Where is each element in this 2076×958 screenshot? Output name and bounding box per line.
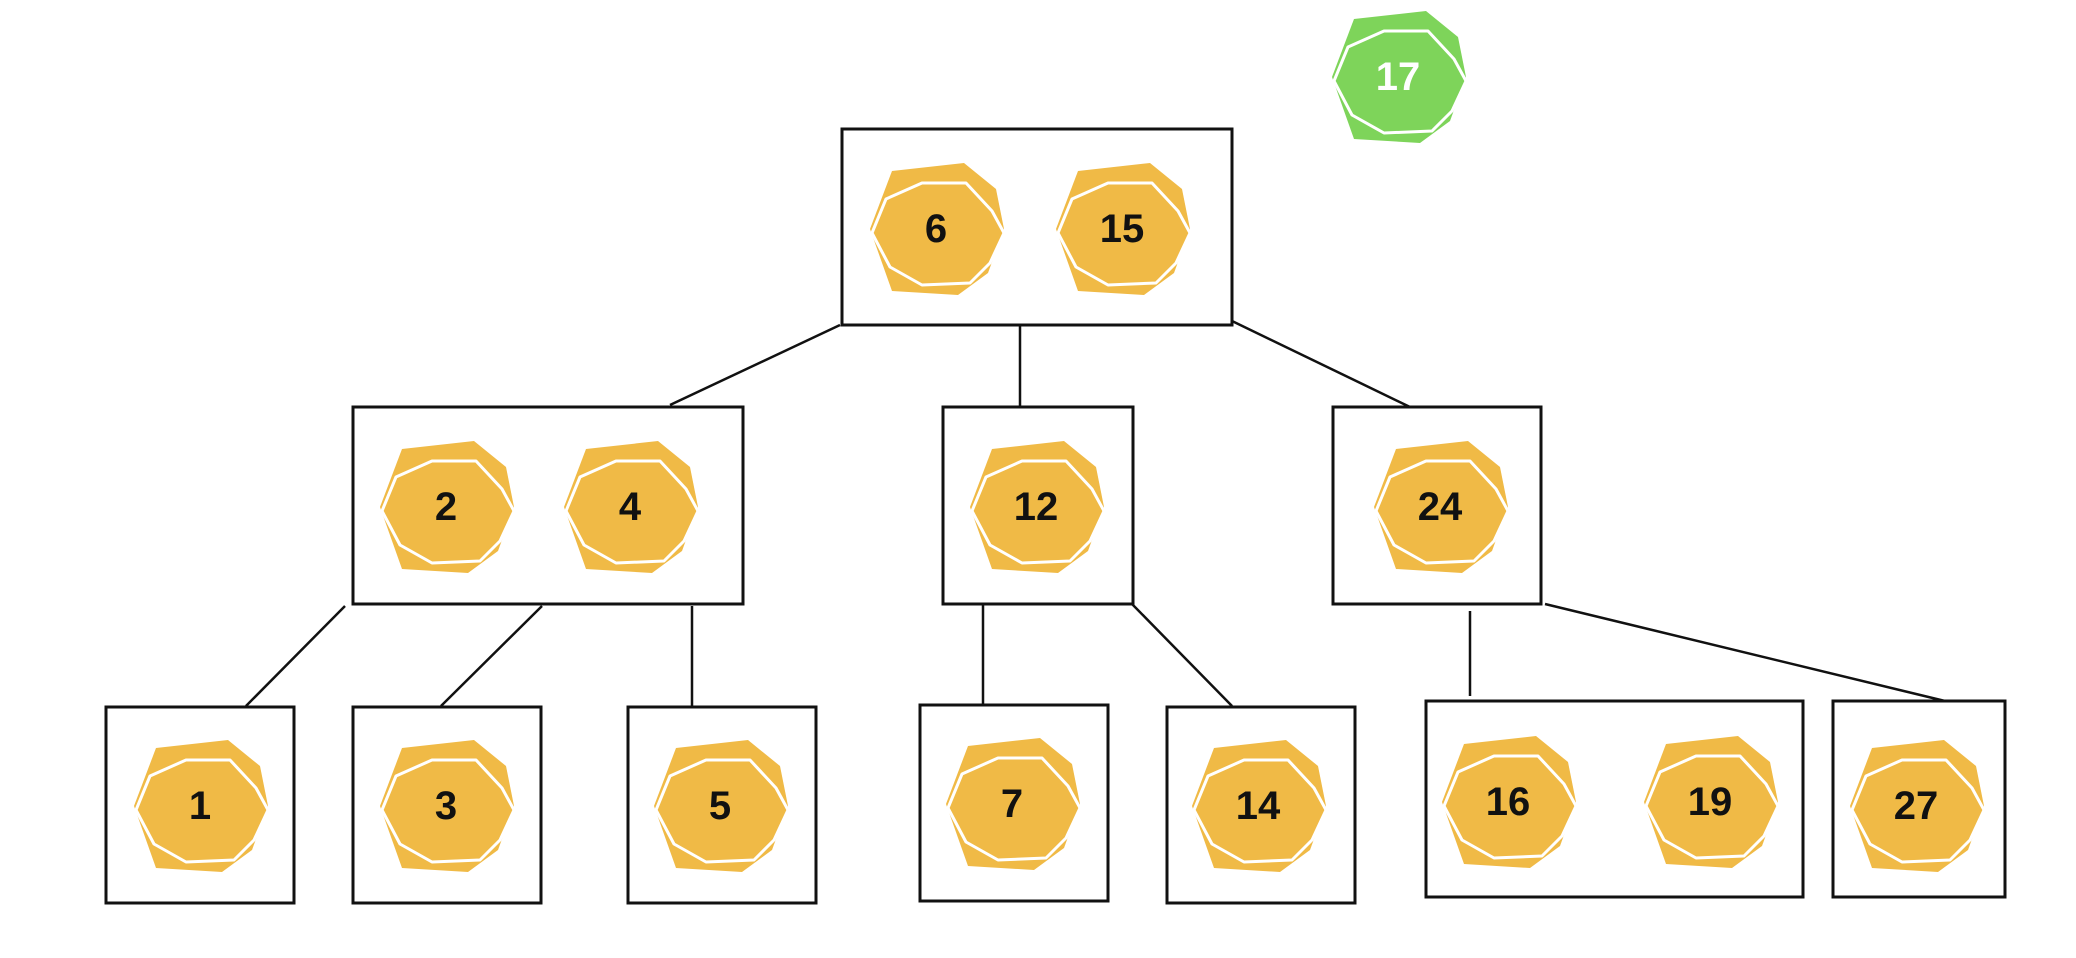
dodecahedron-icon: [380, 441, 514, 573]
edge-node-2-4-to-leaf-3: [440, 605, 543, 707]
dodecahedron-icon: [1850, 740, 1984, 872]
die-leaf-5-key-1: 19: [1644, 736, 1780, 868]
tree-edges: [245, 319, 1946, 707]
die-root-key-0: 6: [870, 163, 1006, 295]
dodecahedron-icon: [870, 163, 1004, 295]
key-label: 12: [1014, 485, 1059, 529]
dodecahedron-icon: [1644, 736, 1778, 868]
edge-root-to-node-24: [1231, 319, 1411, 409]
edge-node-12-to-leaf-14: [1131, 603, 1233, 707]
key-label: 2: [435, 485, 457, 529]
key-label: 24: [1418, 485, 1463, 529]
edge-root-to-node-2-4: [669, 323, 841, 407]
die-level1-1-key-0: 12: [970, 441, 1106, 573]
die-leaf-0-key-0: 1: [134, 740, 270, 872]
key-label: 7: [1001, 782, 1023, 826]
dodecahedron-icon: [564, 441, 698, 573]
die-level1-0-key-1: 4: [564, 441, 700, 573]
key-label: 5: [709, 784, 731, 828]
key-label: 6: [925, 207, 947, 251]
die-leaf-2-key-0: 5: [654, 740, 790, 872]
die-leaf-1-key-0: 3: [380, 740, 516, 872]
dodecahedron-icon: [654, 740, 788, 872]
dodecahedron-icon: [1192, 740, 1326, 872]
dodecahedron-icon: [1442, 736, 1576, 868]
dodecahedron-icon: [1374, 441, 1508, 573]
dodecahedron-icon: [1056, 163, 1190, 295]
die-leaf-5-key-0: 16: [1442, 736, 1578, 868]
die-leaf-4-key-0: 14: [1192, 740, 1328, 872]
dodecahedron-icon: [1332, 11, 1466, 143]
dodecahedron-icon: [380, 740, 514, 872]
key-label: 19: [1688, 780, 1733, 824]
die-leaf-6-key-0: 27: [1850, 740, 1986, 872]
inserted-key-die: 17: [1332, 11, 1468, 143]
die-level1-2-key-0: 24: [1374, 441, 1510, 573]
key-label: 14: [1236, 784, 1281, 828]
key-label: 3: [435, 784, 457, 828]
die-root-key-1: 15: [1056, 163, 1192, 295]
key-label: 16: [1486, 780, 1531, 824]
dodecahedron-icon: [946, 738, 1080, 870]
die-leaf-3-key-0: 7: [946, 738, 1082, 870]
key-label: 4: [619, 485, 642, 529]
edge-node-2-4-to-leaf-1: [245, 605, 346, 707]
key-label: 27: [1894, 784, 1939, 828]
inserted-key-label: 17: [1376, 55, 1421, 99]
edge-node-24-to-leaf-27: [1544, 602, 1946, 703]
dodecahedron-icon: [970, 441, 1104, 573]
key-label: 15: [1100, 207, 1145, 251]
key-label: 1: [189, 784, 211, 828]
die-level1-0-key-0: 2: [380, 441, 516, 573]
dodecahedron-icon: [134, 740, 268, 872]
